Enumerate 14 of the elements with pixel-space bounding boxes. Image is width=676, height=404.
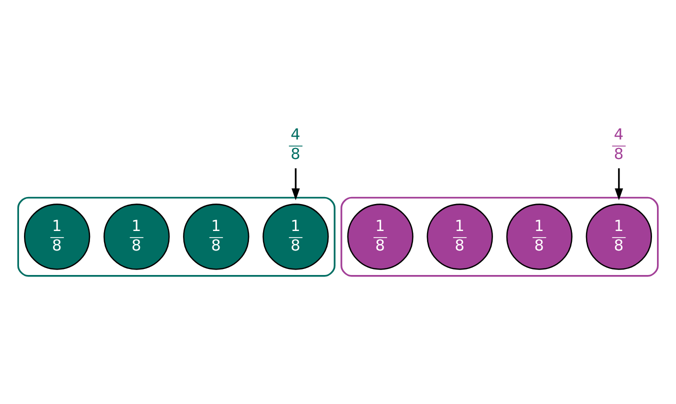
node-circle: 1 8 (347, 203, 414, 270)
node-circle: 1 8 (426, 203, 493, 270)
node-circle: 1 8 (104, 203, 170, 270)
node-circle: 1 8 (506, 203, 572, 270)
node-text: 4 8 (290, 125, 300, 163)
node-circle: 1 8 (24, 203, 90, 270)
arrow (614, 168, 624, 200)
arrow (292, 168, 300, 200)
node-circle: 1 8 (586, 203, 652, 270)
cluster (17, 196, 336, 276)
node-circle: 1 8 (262, 203, 329, 270)
node-circle: 1 8 (183, 203, 250, 270)
cluster (340, 196, 659, 276)
node-text: 4 8 (614, 125, 624, 163)
